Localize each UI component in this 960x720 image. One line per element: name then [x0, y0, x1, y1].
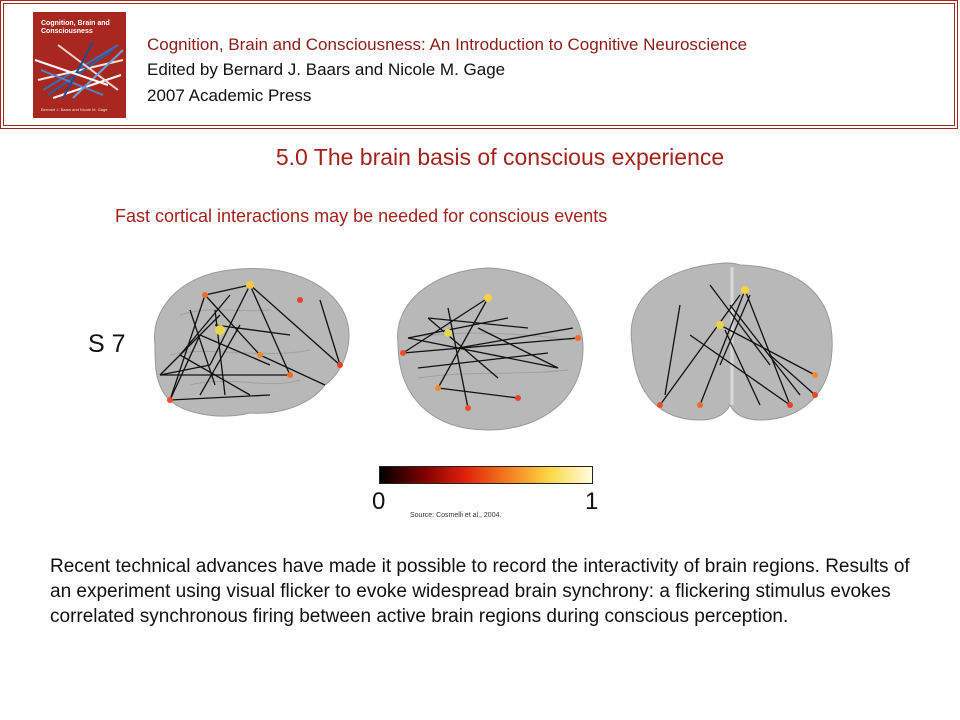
figure-subtitle: Fast cortical interactions may be needed… [115, 206, 608, 226]
book-title: Cognition, Brain and Consciousness: An I… [147, 35, 748, 54]
cover-art [34, 41, 124, 99]
colorbar [379, 466, 593, 484]
brain-dorsal-view [378, 258, 598, 438]
cover-title: Cognition, Brain and Consciousness [41, 20, 110, 35]
cover-authors: Bernard J. Baars and Nicole M. Gage [41, 107, 108, 112]
section-title: 5.0 The brain basis of conscious experie… [275, 144, 725, 170]
header-inner-frame [3, 3, 955, 126]
book-publisher: 2007 Academic Press [147, 86, 312, 105]
brain-posterior-view [620, 255, 840, 430]
body-paragraph: Recent technical advances have made it p… [50, 556, 910, 627]
brain-lateral-view [140, 255, 360, 430]
book-editors: Edited by Bernard J. Baars and Nicole M.… [147, 60, 506, 79]
subject-label: S 7 [88, 330, 126, 358]
colorbar-max-label: 1 [585, 488, 599, 515]
figure-source: Source: Cosmelli et al., 2004. [410, 512, 502, 519]
colorbar-min-label: 0 [372, 488, 386, 515]
book-header: Cognition, Brain and Consciousness Berna… [0, 0, 958, 129]
book-cover-image: Cognition, Brain and Consciousness Berna… [33, 12, 126, 118]
